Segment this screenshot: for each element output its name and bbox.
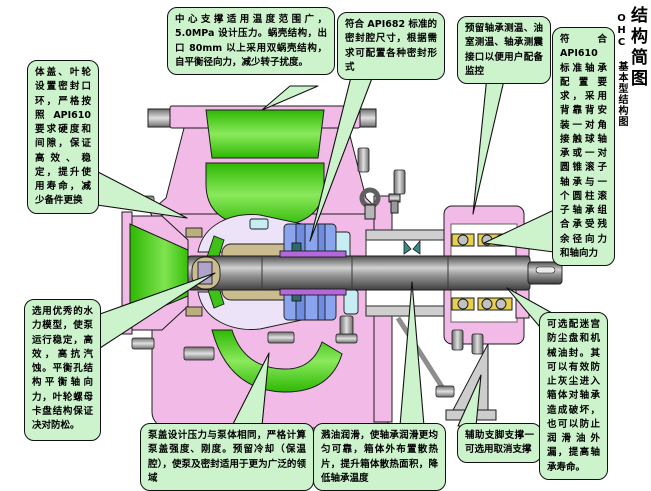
drain-plug-head <box>335 333 358 344</box>
callout-bearing-config: 符合API610标准轴承配置要求，采用背靠背安装一对角接触球轴承或一对圆锥滚子轴… <box>552 27 615 266</box>
bracket-top-bar <box>365 229 447 241</box>
oil-flinger <box>403 239 421 255</box>
discharge-passage <box>205 109 325 159</box>
impeller-shroud-lower <box>197 291 303 330</box>
housing-bottom-bolt-2 <box>471 333 484 355</box>
callout-dust-seal: 可选配迷宫防尘盘和机械油封。其可以有效防止灰尘进入箱体对轴承造成破坏，也可以防止… <box>539 312 608 480</box>
shaft-body <box>187 255 531 291</box>
diagonal-stud-head <box>435 385 455 398</box>
oil-flinger-right <box>412 239 421 255</box>
leader-monitoring <box>472 75 506 215</box>
bearing-ball <box>457 298 469 310</box>
housing-top-plug <box>390 200 399 214</box>
shaft-sleeve-upper <box>279 250 347 258</box>
casing-stud-1 <box>357 147 370 173</box>
callout-monitoring-ports: 预留轴承测温、油室测温、轴承测震接口以便用户配备监控 <box>457 16 551 84</box>
casing-foot-bolt <box>183 346 215 361</box>
leader-center-support <box>261 85 319 111</box>
lifting-eye <box>359 187 381 209</box>
cover-bolt <box>267 331 295 344</box>
page-title: 结构简图 <box>627 6 647 90</box>
casing-gasket <box>249 218 269 230</box>
bracket-bottom-bar <box>365 305 447 317</box>
casing-stud-2 <box>393 169 406 195</box>
keyway <box>535 266 556 274</box>
housing-bottom-bolt-1 <box>451 329 464 351</box>
lifting-eye-stem <box>364 204 376 220</box>
callout-leaders <box>89 72 562 427</box>
callout-seal-chamber: 符合 API682 标准的密封腔尺寸，根据需求可配置各种密封形式 <box>337 12 445 80</box>
bearing-ball <box>457 234 469 246</box>
callout-oil-splash: 溅油润滑，使轴承润滑更均匀可靠，箱体外布置散热片，提升箱体散热面积，降低轴承温度 <box>313 423 446 491</box>
callout-aux-foot: 辅助支脚支撑一可选用取消支撑 <box>457 423 542 463</box>
drain-plug <box>339 315 354 337</box>
callout-body-cover-rings: 体盖、叶轮设置密封口环，严格按照API610要求硬度和间隙，保证高效、稳定，提升… <box>27 60 99 214</box>
wear-ring-lower <box>185 306 203 317</box>
shaft <box>187 250 563 296</box>
impeller-shroud-upper <box>197 214 303 253</box>
bearing-ball <box>481 298 493 310</box>
diagonal-stud <box>395 316 447 392</box>
shaft-sleeve-lower <box>279 288 347 296</box>
callout-pump-cover: 泵盖设计压力与泵体相同，严格计算泵盖强度、刚度。预留冷却（保温腔），使泵及密封适… <box>140 423 314 491</box>
wear-ring-upper <box>185 227 203 238</box>
suction-bolt-bottom <box>131 337 155 350</box>
oil-flinger-left <box>403 239 412 255</box>
page-subtitle: OHC 基本型结构图 <box>616 13 627 127</box>
callout-center-support: 中心支撑适用温度范围广，5.0MPa 设计压力。蜗壳结构，出口 80mm 以上采… <box>167 7 335 75</box>
bearing-ball <box>495 298 507 310</box>
callout-hydraulic-model: 选用优秀的水力模型，使泵运行稳定，高效，高抗汽蚀。平衡孔结构平衡轴向力，叶轮螺母… <box>24 299 101 441</box>
volute-lower <box>211 329 343 393</box>
